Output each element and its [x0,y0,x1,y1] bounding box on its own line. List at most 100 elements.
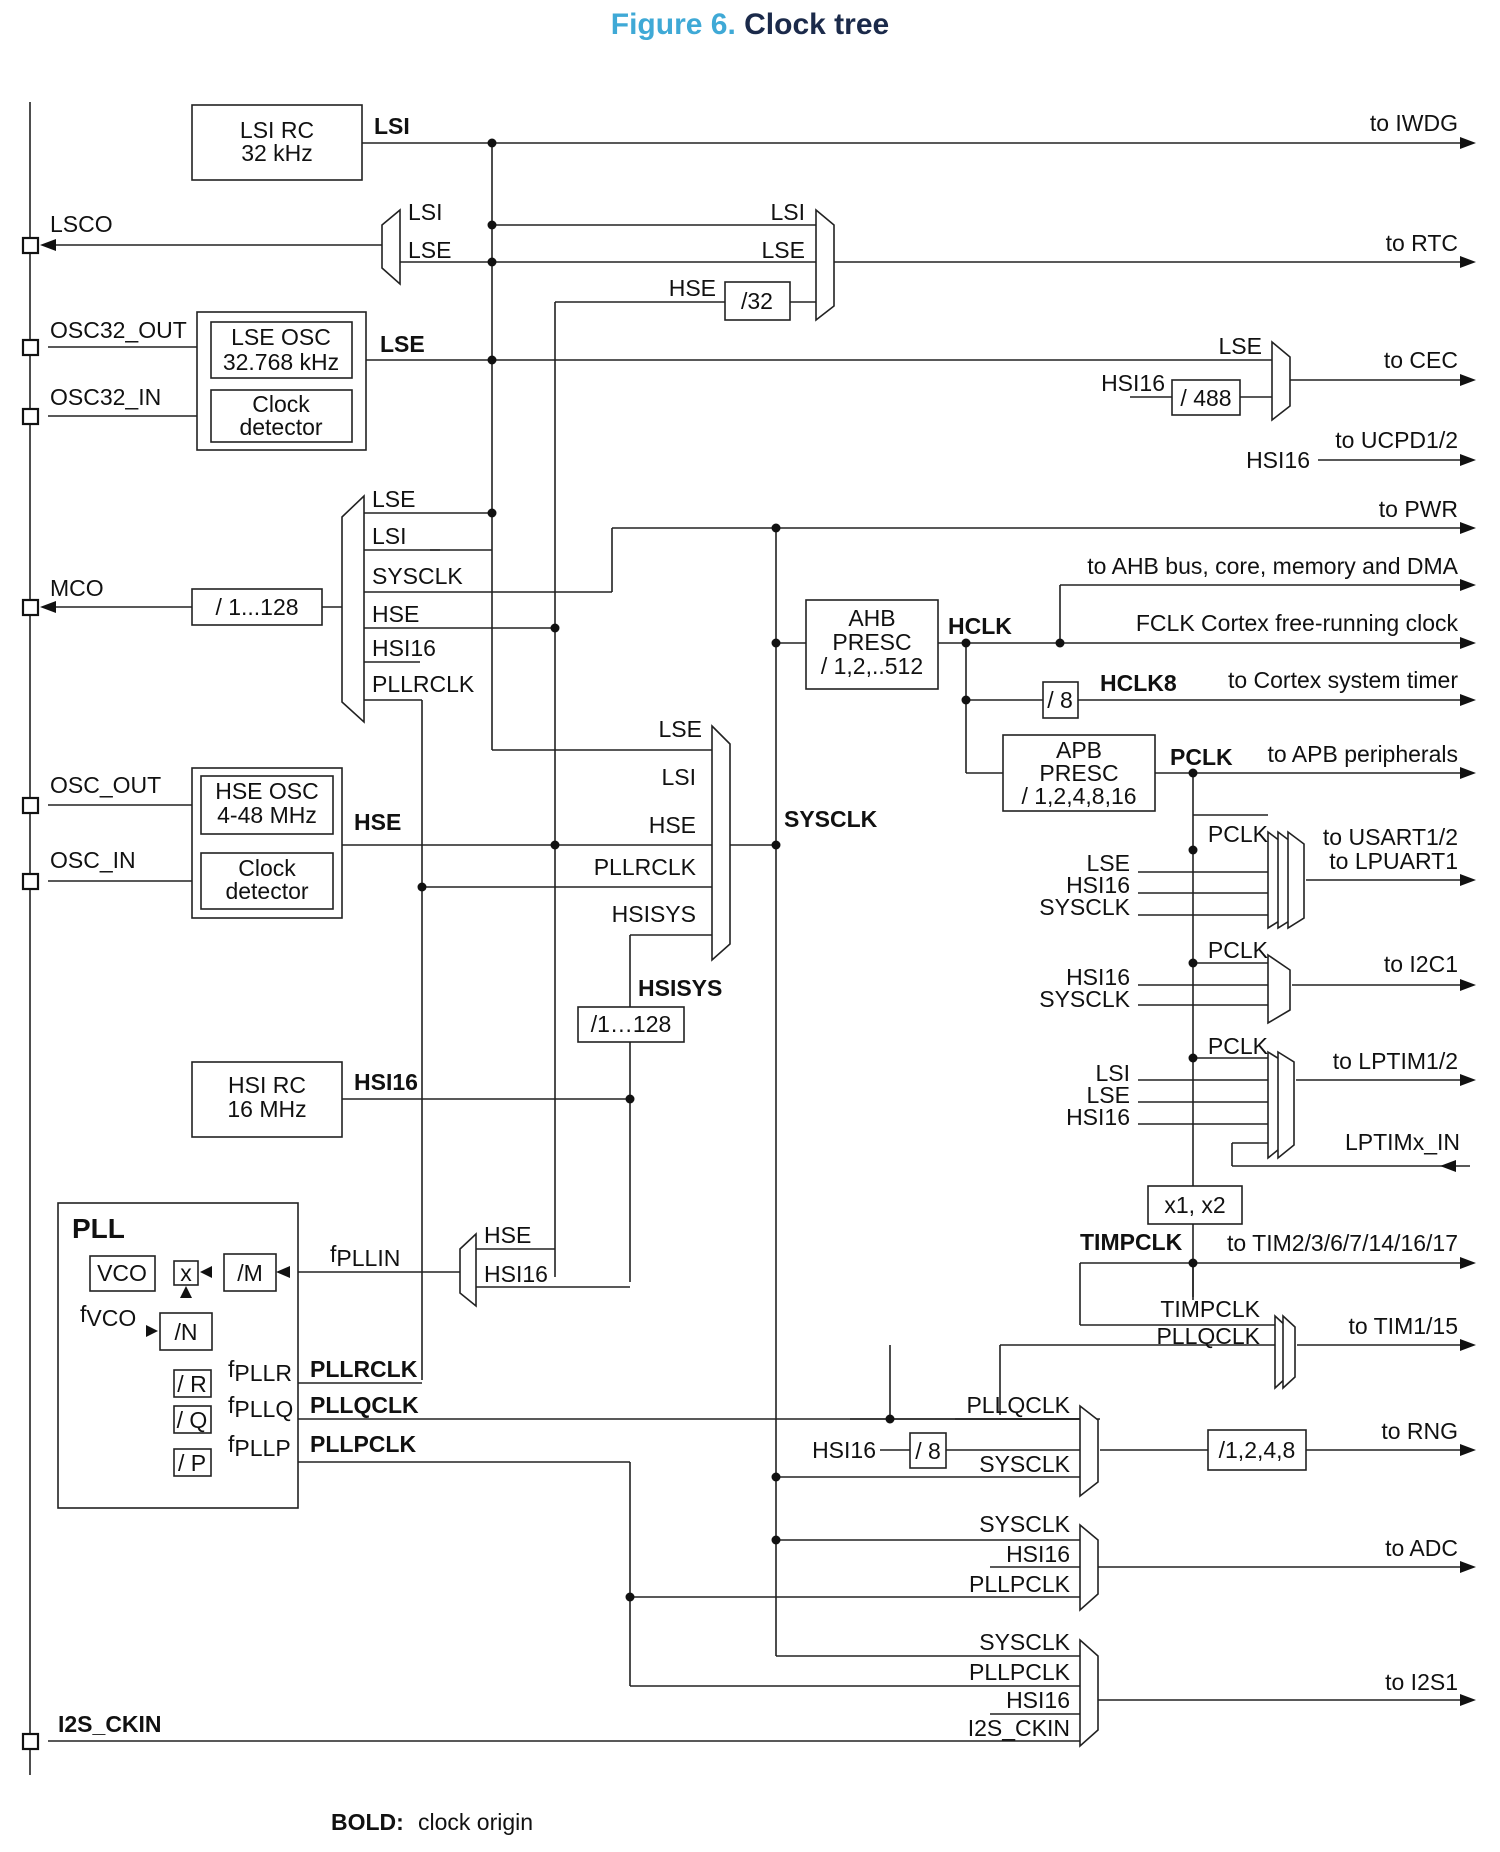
sig-pllqclk-origin: PLLQCLK [310,1392,419,1418]
pin-osc-in[interactable] [21,872,40,891]
mult-label: x [180,1260,192,1286]
cec-div488-block [1171,379,1241,416]
sig-pllpclk-origin: PLLPCLK [310,1431,416,1457]
lse-detector-line1: Clock [252,391,310,417]
pll-title: PLL [72,1213,125,1244]
sig-rng-sysclk: SYSCLK [979,1451,1070,1477]
sig-lsco-lse: LSE [408,237,451,263]
lpuart1-mux [1287,830,1305,930]
sig-hclk: HCLK [948,613,1012,639]
pin-osc32-out[interactable] [21,338,40,357]
figure-title: Figure 6. Clock tree [0,8,1500,42]
sig-fpllp: fPLLP [228,1431,291,1461]
sig-lptim-hsi16: HSI16 [1066,1104,1130,1130]
sig-lsi-origin: LSI [374,113,410,139]
sig-i2s-pllpclk: PLLPCLK [969,1659,1071,1685]
i2c1-mux [1267,953,1291,1025]
sig-sysclk-origin: SYSCLK [784,806,878,832]
ahb-line3: / 1,2,..512 [821,653,923,679]
sig-lsco-lsi: LSI [408,199,443,225]
pll-source-mux [459,1232,477,1308]
sig-lse-origin: LSE [380,331,425,357]
sig-i2c-sysclk: SYSCLK [1039,986,1130,1012]
sig-adc-pllpclk: PLLPCLK [969,1571,1071,1597]
pin-i2s-ckin[interactable] [21,1732,40,1751]
cec-div-label: / 488 [1180,385,1231,411]
out-tim: to TIM2/3/6/7/14/16/17 [1227,1230,1458,1256]
ahb-prescaler-block [805,599,939,690]
sig-lptim-pclk: PCLK [1208,1033,1269,1059]
out-rng: to RNG [1381,1418,1458,1444]
hse-osc-freq: 4-48 MHz [217,802,317,828]
out-ahb: to AHB bus, core, memory and DMA [1087,553,1458,579]
sig-mco-lse: LSE [372,486,415,512]
sig-rtc-lsi: LSI [770,199,805,225]
mco-mux [341,494,365,724]
pin-mco[interactable] [21,598,40,617]
sig-adc-hsi16: HSI16 [1006,1541,1070,1567]
pin-osc32-in[interactable] [21,407,40,426]
apb-prescaler-block [1002,734,1156,812]
pin-lsco[interactable] [21,236,40,255]
label-mco: MCO [50,575,104,601]
hsi-rc-name: HSI RC [228,1072,306,1098]
out-i2c1: to I2C1 [1384,951,1458,977]
lse-osc-freq: 32.768 kHz [223,349,339,375]
hsisys-div-label: /1…128 [591,1011,672,1037]
div-q-label: / Q [177,1407,208,1433]
sig-lptim-lsi: LSI [1095,1060,1130,1086]
figure-number: Figure 6. [610,8,736,41]
sig-i2s-sysclk: SYSCLK [979,1629,1070,1655]
sig-sys-hse: HSE [649,812,696,838]
mco-prescaler-block [191,588,323,626]
hclk8-div-block [1042,681,1079,719]
rng-mux [1079,1404,1099,1498]
lsco-mux [381,208,401,286]
sig-cec-hsi16: HSI16 [1101,370,1165,396]
sig-i2c-hsi16: HSI16 [1066,964,1130,990]
hsi-rc-freq: 16 MHz [227,1096,306,1122]
out-rtc: to RTC [1386,230,1458,256]
out-fclk: FCLK Cortex free-running clock [1136,610,1459,636]
sig-fvco: fVCO [80,1301,136,1331]
div-n-label: /N [175,1319,198,1345]
sig-rtc-lse: LSE [762,237,805,263]
out-lptim: to LPTIM1/2 [1333,1048,1458,1074]
lptim2-mux [1277,1050,1295,1160]
lse-clock-detector [210,389,353,443]
sig-mco-hse: HSE [372,601,419,627]
sig-i2s-hsi16: HSI16 [1006,1687,1070,1713]
sig-pclk: PCLK [1170,744,1233,770]
sig-ucpd-hsi16: HSI16 [1246,447,1310,473]
sig-fpllr: fPLLR [228,1356,292,1386]
pll-div-q-block [173,1405,212,1434]
sig-mco-lsi: LSI [372,523,407,549]
pin-osc-out[interactable] [21,796,40,815]
sig-hclk8: HCLK8 [1100,670,1177,696]
sig-tim1-pllqclk: PLLQCLK [1156,1323,1260,1349]
label-osc-in: OSC_IN [50,847,136,873]
sysclk-mux [711,724,731,962]
sig-adc-sysclk: SYSCLK [979,1511,1070,1537]
tim15-mux [1282,1314,1296,1390]
timer-multiplier-block [1147,1185,1243,1225]
div-p-label: / P [178,1450,206,1476]
vco-label: VCO [97,1260,147,1286]
out-cec: to CEC [1384,347,1458,373]
sig-i2c-pclk: PCLK [1208,937,1269,963]
hse-osc-block [200,775,334,835]
out-i2s1: to I2S1 [1385,1669,1458,1695]
out-usart2: to LPUART1 [1329,848,1458,874]
label-lsco: LSCO [50,211,113,237]
rng-hsi-div-label: / 8 [915,1438,941,1464]
sig-sys-lse: LSE [659,716,702,742]
rtc-div-label: /32 [741,288,773,314]
sig-usart-lse: LSE [1087,850,1130,876]
sig-sys-hsisys: HSISYS [612,901,696,927]
vco-block [89,1255,156,1292]
hsisys-prescaler-block [577,1006,685,1043]
out-apb: to APB peripherals [1267,741,1458,767]
label-osc32-out: OSC32_OUT [50,317,187,343]
label-osc32-in: OSC32_IN [50,384,161,410]
sig-fpllq: fPLLQ [228,1392,293,1422]
